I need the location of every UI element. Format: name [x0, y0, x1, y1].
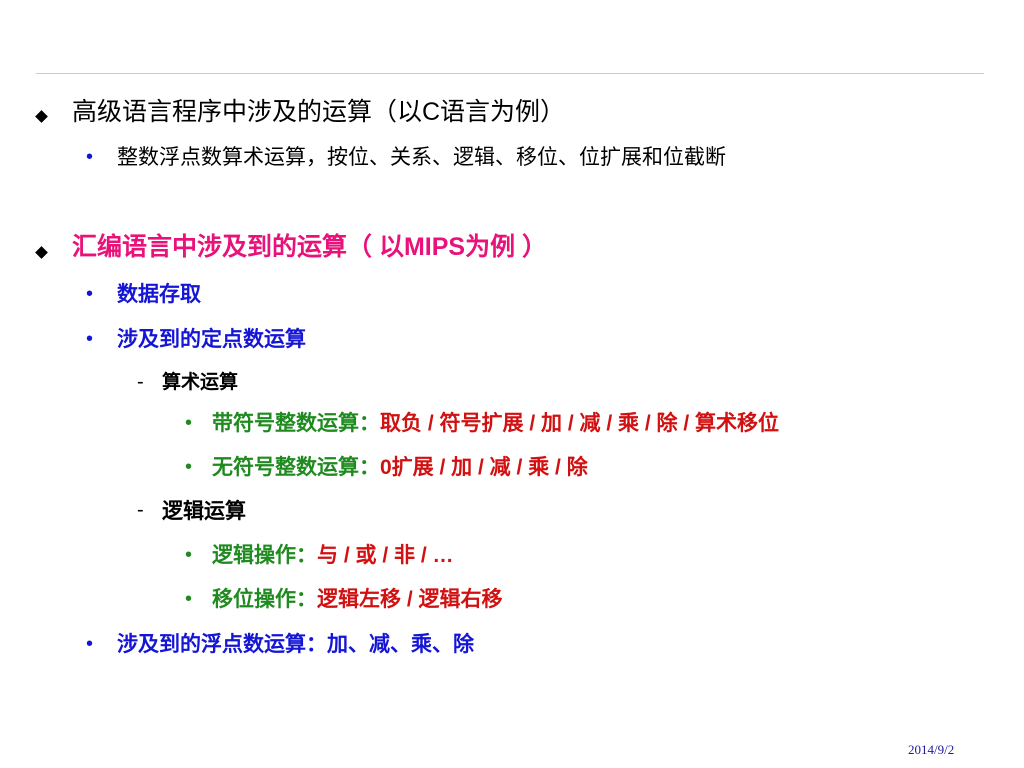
bullet-dot-icon: •: [86, 146, 94, 168]
unsigned-ops: 0扩展 / 加 / 减 / 乘 / 除: [380, 456, 588, 479]
bullet-dot-icon: •: [185, 456, 193, 478]
bullet-dot-icon: •: [185, 412, 193, 434]
unsigned-label: 无符号整数运算：: [212, 456, 380, 479]
bullet-dot-icon: •: [185, 544, 193, 566]
high-level-ops-list: 整数浮点数算术运算，按位、关系、逻辑、移位、位扩展和位截断: [117, 146, 726, 169]
signed-ops: 取负 / 符号扩展 / 加 / 减 / 乘 / 除 / 算术移位: [380, 412, 780, 435]
signed-label: 带符号整数运算：: [212, 412, 380, 435]
bullet-dot-icon: •: [86, 328, 94, 350]
diamond-bullet-icon: [35, 110, 48, 123]
shift-label: 移位操作：: [212, 588, 317, 611]
item-logic-ops: 逻辑操作：与 / 或 / 非 / …: [212, 545, 454, 566]
footer-date: 2014/9/2: [908, 742, 955, 757]
shift-ops: 逻辑左移 / 逻辑右移: [317, 588, 503, 611]
item-unsigned-int-ops: 无符号整数运算：0扩展 / 加 / 减 / 乘 / 除: [212, 457, 588, 478]
item-arithmetic-heading: 算术运算: [162, 372, 239, 393]
item-shift-ops: 移位操作：逻辑左移 / 逻辑右移: [212, 589, 503, 610]
item-float-ops: 涉及到的浮点数运算：加、减、乘、除: [117, 633, 474, 656]
top-divider-line: [36, 73, 984, 74]
heading-assembly-language: 汇编语言中涉及到的运算（ 以MIPS为例 ）: [72, 233, 548, 261]
diamond-bullet-icon: [35, 246, 48, 259]
heading-high-level-language: 高级语言程序中涉及的运算（以C语言为例）: [72, 98, 566, 126]
logic-ops: 与 / 或 / 非 / …: [317, 544, 454, 567]
logic-label: 逻辑操作：: [212, 544, 317, 567]
item-signed-int-ops: 带符号整数运算：取负 / 符号扩展 / 加 / 减 / 乘 / 除 / 算术移位: [212, 413, 779, 434]
bullet-dot-icon: •: [185, 588, 193, 610]
dash-bullet: -: [137, 499, 144, 521]
item-fixed-point-ops: 涉及到的定点数运算: [117, 328, 306, 351]
dash-bullet: -: [137, 371, 144, 393]
item-logic-heading: 逻辑运算: [162, 500, 246, 523]
bullet-dot-icon: •: [86, 633, 94, 655]
item-data-access: 数据存取: [117, 283, 201, 306]
bullet-dot-icon: •: [86, 283, 94, 305]
